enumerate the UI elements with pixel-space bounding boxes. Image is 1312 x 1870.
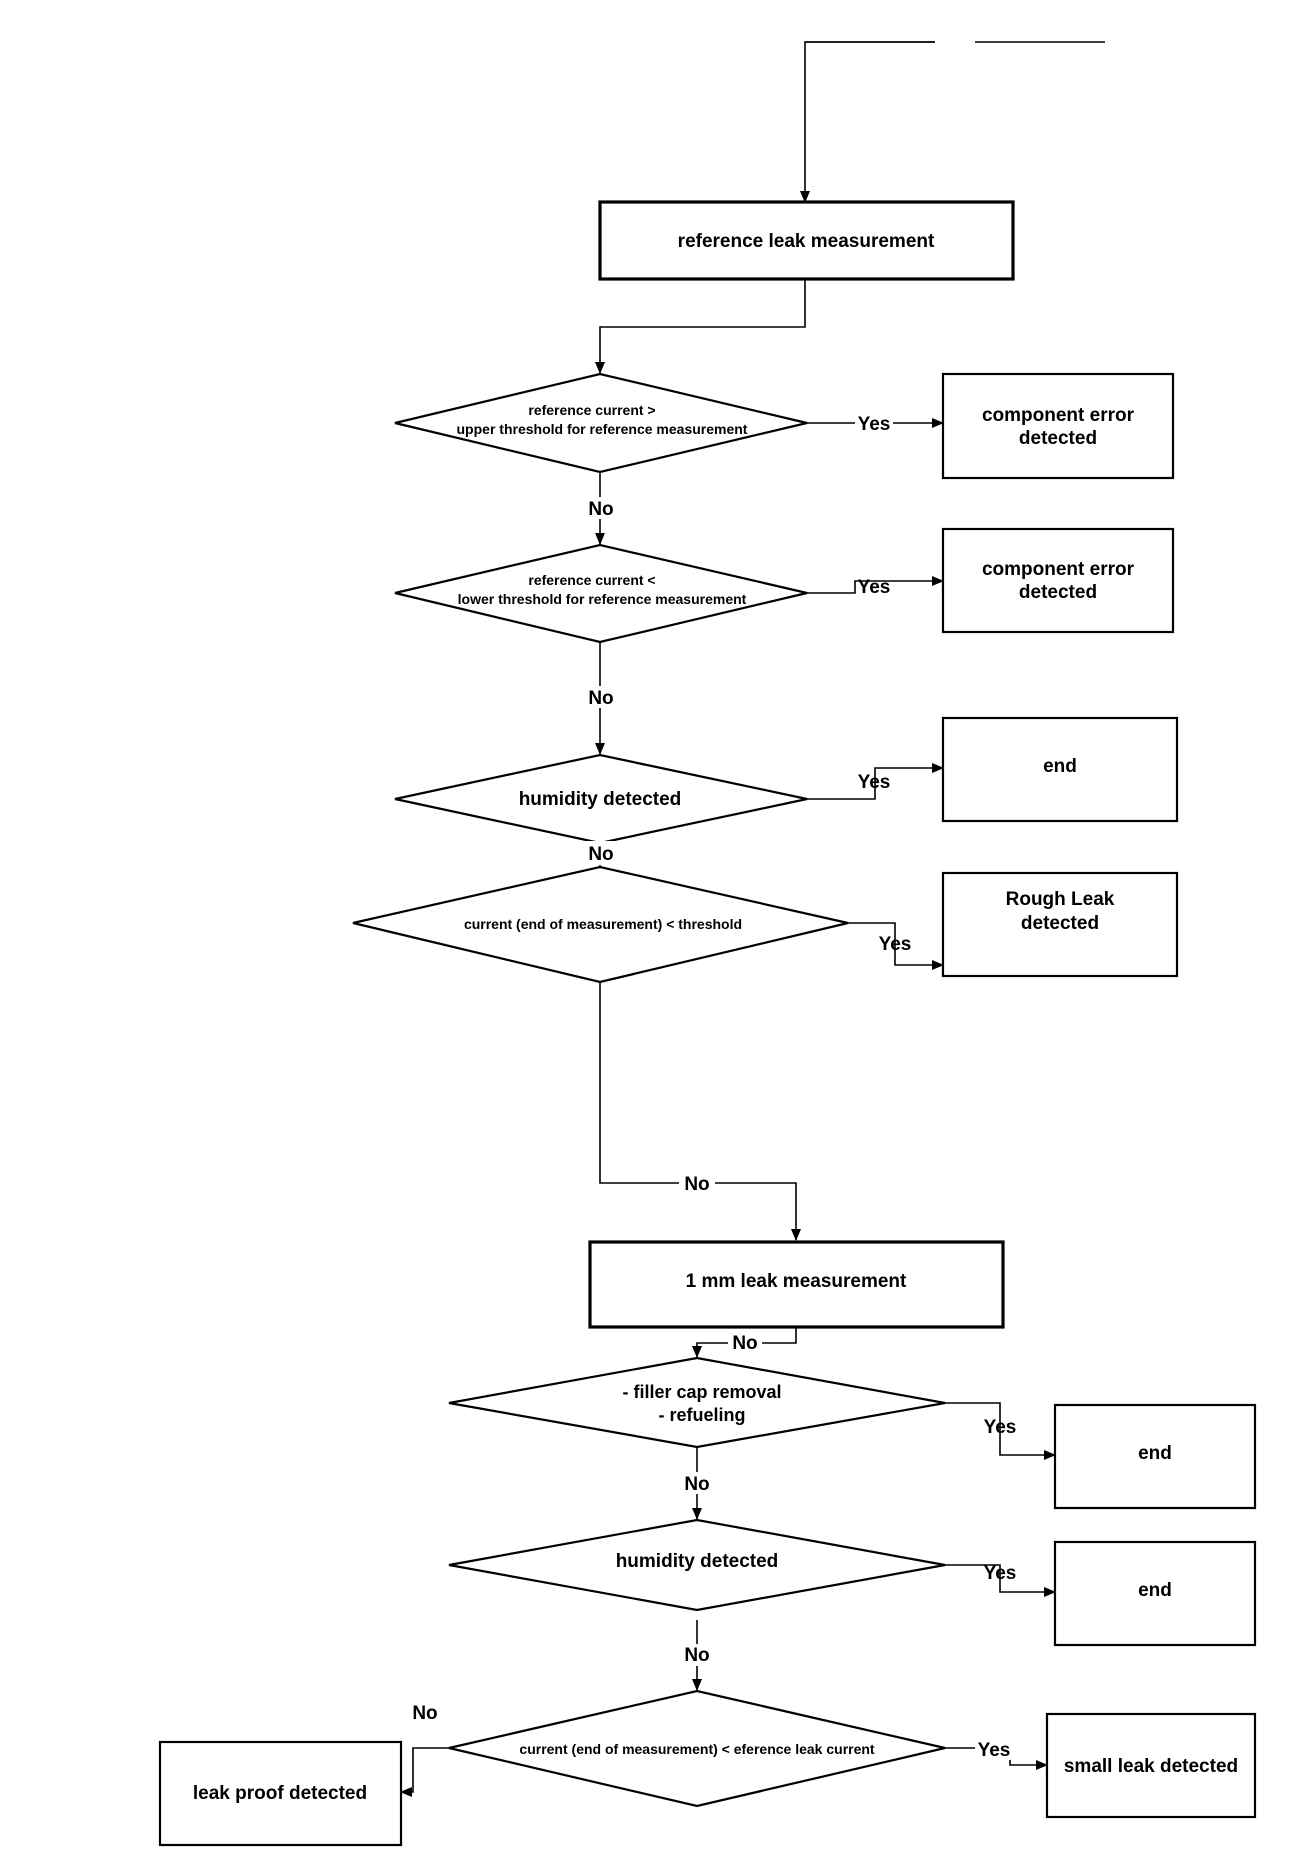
reference-leak-measurement-box: reference leak measurement <box>598 200 1015 281</box>
no-label: No <box>412 1703 437 1724</box>
no-label: No <box>684 1174 709 1195</box>
arrow-current-ref-no <box>400 1747 449 1797</box>
decision-filler-cap-line-2: - refueling <box>658 1405 745 1425</box>
arrow-current-threshold-no <box>599 982 801 1241</box>
arrow-lower-yes <box>807 576 944 594</box>
decision-humidity-2: humidity detected <box>448 1518 946 1612</box>
yes-label: Yes <box>984 1563 1017 1584</box>
end-box-1: end <box>941 716 1179 823</box>
small-leak-box: small leak detected <box>1045 1712 1257 1819</box>
no-label: No <box>588 499 613 520</box>
component-error-label-2b: detected <box>1019 582 1097 603</box>
end-label-2: end <box>1138 1443 1172 1464</box>
arrow-humidity2-yes <box>945 1564 1056 1597</box>
arrow-filler-cap-yes <box>945 1402 1056 1460</box>
one-mm-leak-measurement-label: 1 mm leak measurement <box>686 1271 907 1292</box>
small-leak-label: small leak detected <box>1064 1756 1238 1777</box>
decision-filler-cap-line-1: - filler cap removal <box>622 1382 781 1402</box>
no-label: No <box>684 1645 709 1666</box>
rough-leak-label-a: Rough Leak <box>1006 889 1115 910</box>
decision-lower-threshold: reference current < lower threshold for … <box>394 543 808 644</box>
no-label: No <box>588 688 613 709</box>
decision-current-ref-leak-label: current (end of measurement) < eference … <box>519 1741 875 1757</box>
yes-label: Yes <box>879 934 912 955</box>
no-label: No <box>588 844 613 865</box>
decision-humidity-1: humidity detected <box>394 753 808 845</box>
component-error-box-1: component error detected <box>941 372 1175 480</box>
yes-label: Yes <box>978 1740 1011 1761</box>
end-label-1: end <box>1043 756 1077 777</box>
yes-label: Yes <box>984 1417 1017 1438</box>
decision-lower-threshold-line-2: lower threshold for reference measuremen… <box>458 591 747 607</box>
end-box-3: end <box>1053 1540 1257 1647</box>
arrow-current-threshold-yes <box>848 922 944 970</box>
branch-labels: Yes No Yes No Yes No Yes No No Yes No Ye… <box>412 412 1016 1761</box>
decision-upper-threshold-line-1: reference current > <box>528 402 655 418</box>
leak-proof-box: leak proof detected <box>158 1740 403 1847</box>
component-error-label-1a: component error <box>982 405 1135 426</box>
reference-leak-measurement-label: reference leak measurement <box>678 231 935 252</box>
decision-upper-threshold-line-2: upper threshold for reference measuremen… <box>457 421 748 437</box>
decision-current-threshold: current (end of measurement) < threshold <box>352 865 849 984</box>
entry-arrow <box>800 41 935 203</box>
decision-current-ref-leak: current (end of measurement) < eference … <box>448 1689 946 1808</box>
arrow-to-upper-threshold <box>595 280 806 374</box>
component-error-box-2: component error detected <box>941 527 1175 634</box>
one-mm-leak-measurement-box: 1 mm leak measurement <box>588 1240 1005 1329</box>
yes-label: Yes <box>858 772 891 793</box>
end-box-2: end <box>1053 1403 1257 1510</box>
no-label: No <box>732 1333 757 1354</box>
decision-upper-threshold: reference current > upper threshold for … <box>394 372 808 474</box>
rough-leak-box: Rough Leak detected <box>941 871 1179 978</box>
leak-proof-label: leak proof detected <box>193 1783 367 1804</box>
decision-lower-threshold-line-1: reference current < <box>528 572 655 588</box>
arrow-humidity1-yes <box>807 763 944 800</box>
yes-label: Yes <box>858 414 891 435</box>
decision-filler-cap: - filler cap removal - refueling <box>448 1356 946 1449</box>
decision-humidity-2-label: humidity detected <box>616 1551 779 1572</box>
no-label: No <box>684 1474 709 1495</box>
decision-humidity-1-label: humidity detected <box>519 789 682 810</box>
component-error-label-1b: detected <box>1019 428 1097 449</box>
component-error-label-2a: component error <box>982 559 1135 580</box>
yes-label: Yes <box>858 577 891 598</box>
decision-current-threshold-label: current (end of measurement) < threshold <box>464 916 742 932</box>
rough-leak-label-b: detected <box>1021 913 1099 934</box>
end-label-3: end <box>1138 1580 1172 1601</box>
